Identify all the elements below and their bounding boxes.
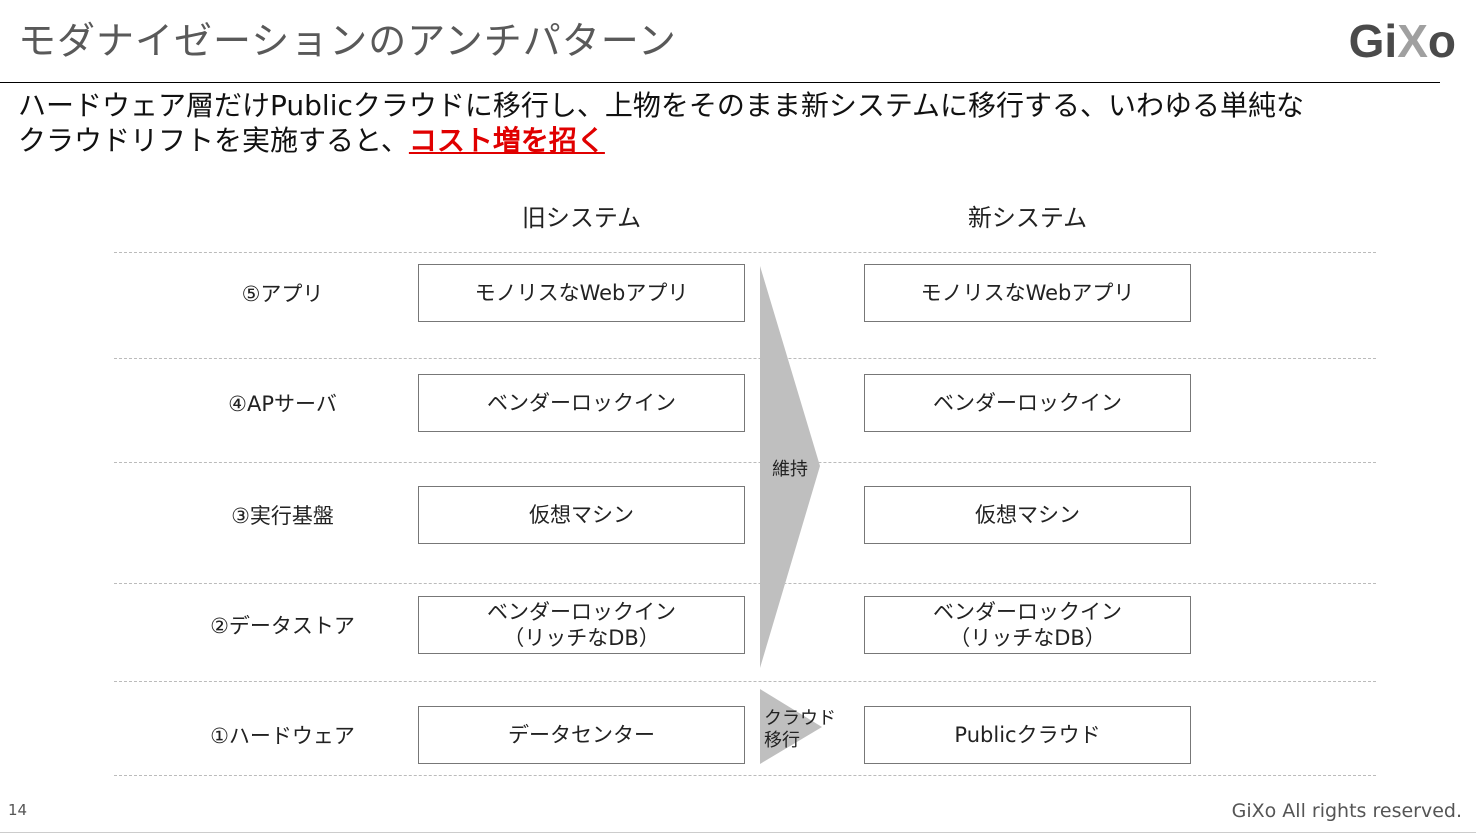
page-number: 14 <box>8 801 28 819</box>
row-divider <box>114 681 1376 682</box>
layer-label: ①ハードウェア <box>210 724 355 748</box>
copyright: GiXo All rights reserved. <box>1231 800 1462 822</box>
subtitle-line2: クラウドリフトを実施すると、 <box>18 124 409 157</box>
row-divider <box>114 775 1376 776</box>
keep-label: 維持 <box>772 459 808 480</box>
row-divider <box>114 583 1376 584</box>
migrate-label: クラウド 移行 <box>764 708 836 751</box>
new-hardware-box: Publicクラウド <box>864 706 1191 764</box>
migrate-arrow <box>760 689 822 764</box>
layer-label: ②データストア <box>210 614 355 638</box>
keep-arrow <box>760 266 820 668</box>
new-apserver-box: ベンダーロックイン <box>864 374 1191 432</box>
row-divider <box>114 358 1376 359</box>
subtitle: ハードウェア層だけPublicクラウドに移行し、上物をそのまま新システムに移行す… <box>18 88 1304 158</box>
new-datastore-box: ベンダーロックイン （リッチなDB） <box>864 596 1191 654</box>
old-app-box: モノリスなWebアプリ <box>418 264 745 322</box>
row-divider <box>114 462 1376 463</box>
bottom-divider <box>0 832 1476 833</box>
row-divider <box>114 252 1376 253</box>
layer-label: ③実行基盤 <box>231 504 334 528</box>
subtitle-highlight: コスト増を招く <box>408 124 605 157</box>
new-app-box: モノリスなWebアプリ <box>864 264 1191 322</box>
old-apserver-box: ベンダーロックイン <box>418 374 745 432</box>
layer-label: ④APサーバ <box>228 392 337 416</box>
slide-title: モダナイゼーションのアンチパターン <box>18 19 677 63</box>
old-system-header: 旧システム <box>521 204 642 232</box>
new-system-header: 新システム <box>967 204 1088 232</box>
gixo-logo: GiXo <box>1348 15 1456 67</box>
subtitle-line1: ハードウェア層だけPublicクラウドに移行し、上物をそのまま新システムに移行す… <box>18 89 1305 122</box>
new-runtime-box: 仮想マシン <box>864 486 1191 544</box>
old-runtime-box: 仮想マシン <box>418 486 745 544</box>
layer-label: ⑤アプリ <box>241 282 324 306</box>
title-divider <box>0 82 1440 83</box>
old-hardware-box: データセンター <box>418 706 745 764</box>
old-datastore-box: ベンダーロックイン （リッチなDB） <box>418 596 745 654</box>
